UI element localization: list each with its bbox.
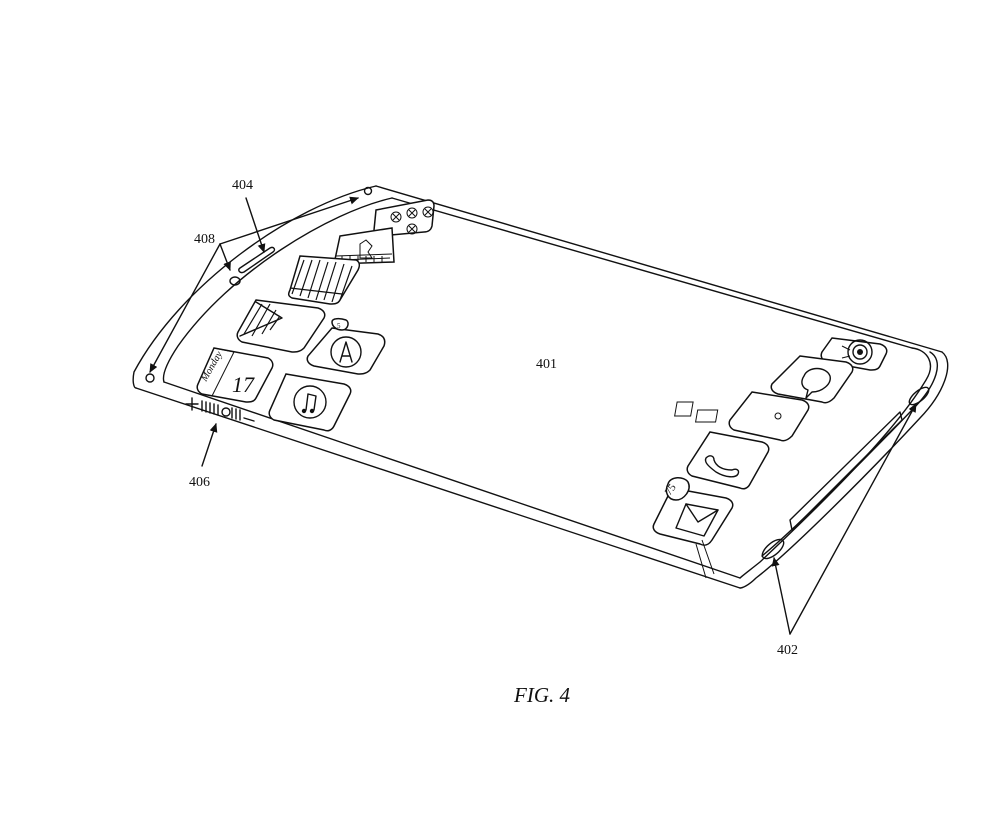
messages-icon <box>770 355 854 404</box>
mail-icon: 75 <box>652 477 734 546</box>
calendar-icon: Monday 17 <box>196 347 274 403</box>
volume-control <box>185 397 255 422</box>
calendar-date-label: 17 <box>232 372 255 397</box>
controls-icon <box>373 199 435 237</box>
app-store-badge: 5 <box>337 322 341 330</box>
device-body <box>132 185 949 589</box>
camera-icon <box>674 391 810 442</box>
label-402: 402 <box>777 643 798 658</box>
leader-lines <box>149 196 917 635</box>
label-408: 408 <box>194 232 215 247</box>
app-store-icon: 5 <box>306 317 386 375</box>
music-icon <box>268 373 352 432</box>
label-406: 406 <box>189 475 210 490</box>
left-icons: 5 Monday 17 <box>196 199 435 432</box>
photos-icon <box>236 299 326 353</box>
label-404: 404 <box>232 178 253 193</box>
game-icon <box>333 227 395 265</box>
right-icons: 75 <box>652 337 888 579</box>
label-401: 401 <box>536 357 557 372</box>
folder-icon <box>287 255 361 305</box>
phone-icon <box>686 431 770 490</box>
figure-caption: FIG. 4 <box>513 683 570 707</box>
